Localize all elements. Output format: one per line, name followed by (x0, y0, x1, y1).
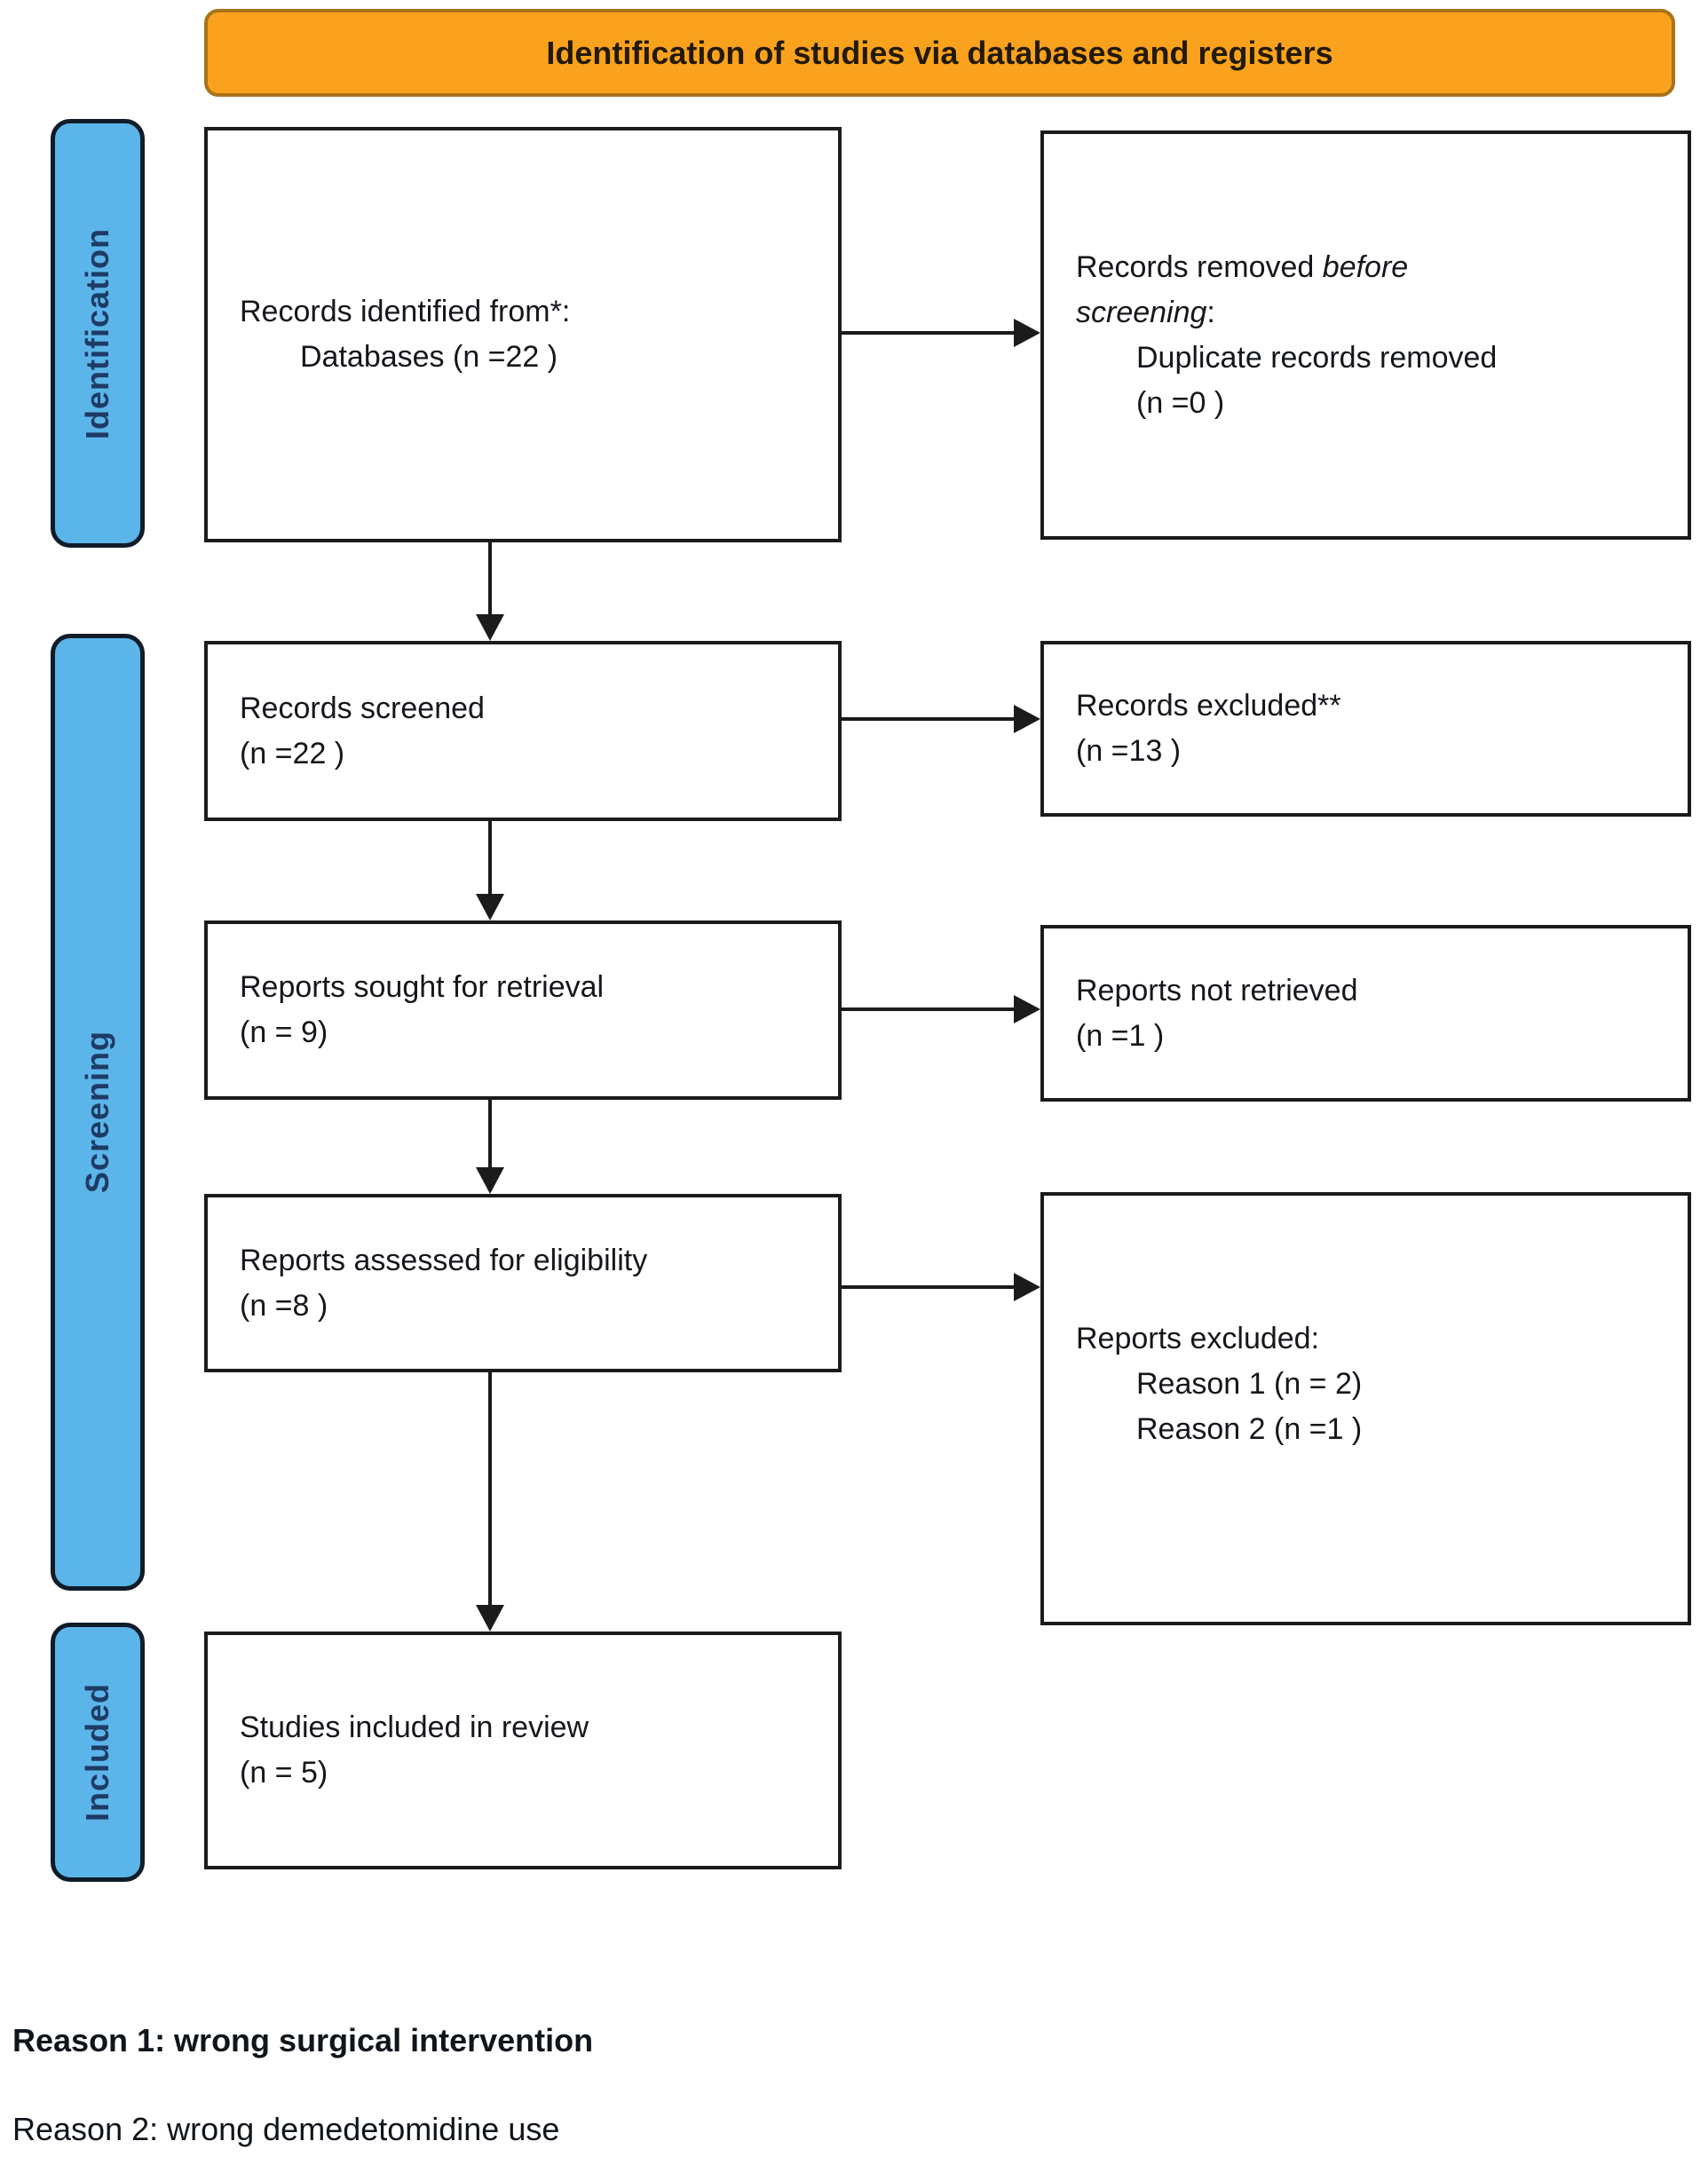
footnote-reason-2: Reason 2: wrong demedetomidine use (12, 2111, 560, 2147)
arrow-down-sought-to-assessed (488, 1096, 492, 1169)
title-banner: Identification of studies via databases … (204, 9, 1675, 97)
reports-assessed-line2: (n =8 ) (240, 1288, 328, 1323)
arrow-right-sought-to-not-retrieved (842, 1007, 1016, 1011)
arrow-right-identified-to-removed (842, 331, 1016, 335)
reports-not-retrieved-line1: Reports not retrieved (1076, 973, 1358, 1007)
box-records-identified: Records identified from*: Databases (n =… (204, 127, 842, 542)
box-records-excluded: Records excluded** (n =13 ) (1040, 641, 1691, 817)
reports-excluded-line3: Reason 2 (n =1 ) (1136, 1411, 1363, 1446)
diagram-title: Identification of studies via databases … (546, 34, 1333, 71)
box-reports-sought: Reports sought for retrieval (n = 9) (204, 920, 842, 1100)
arrow-down-identified-to-screened (488, 542, 492, 616)
records-screened-line2: (n =22 ) (240, 736, 345, 770)
arrow-right-screened-to-excluded-head (1014, 705, 1040, 733)
reports-excluded-line2: Reason 1 (n = 2) (1136, 1366, 1363, 1401)
stage-label-identification-text: Identification (79, 227, 115, 439)
box-reports-assessed: Reports assessed for eligibility (n =8 ) (204, 1194, 842, 1372)
stage-label-included: Included (51, 1623, 145, 1882)
arrow-down-assessed-to-included (488, 1369, 492, 1607)
stage-label-included-text: Included (79, 1682, 115, 1821)
box-reports-excluded: Reports excluded: Reason 1 (n = 2) Reaso… (1040, 1192, 1691, 1625)
arrow-right-sought-to-not-retrieved-head (1014, 995, 1040, 1023)
records-screened-line1: Records screened (240, 691, 485, 725)
arrow-down-sought-to-assessed-head (476, 1167, 504, 1194)
reports-excluded-line1: Reports excluded: (1076, 1321, 1320, 1355)
records-excluded-line1: Records excluded** (1076, 689, 1341, 723)
records-removed-line1: Records removed before (1076, 249, 1409, 284)
arrow-right-assessed-to-reports-excluded (842, 1285, 1016, 1289)
arrow-down-identified-to-screened-head (476, 614, 504, 641)
studies-included-line2: (n = 5) (240, 1756, 328, 1790)
reports-assessed-line1: Reports assessed for eligibility (240, 1243, 648, 1277)
arrow-down-screened-to-sought-head (476, 894, 504, 920)
records-removed-line2: screening: (1076, 295, 1215, 329)
reports-not-retrieved-line2: (n =1 ) (1076, 1018, 1165, 1053)
reports-sought-line2: (n = 9) (240, 1015, 328, 1049)
records-excluded-line2: (n =13 ) (1076, 734, 1182, 768)
footnote-reason-1: Reason 1: wrong surgical intervention (12, 2022, 594, 2058)
studies-included-line1: Studies included in review (240, 1711, 589, 1744)
arrow-right-screened-to-excluded (842, 717, 1016, 721)
box-studies-included: Studies included in review (n = 5) (204, 1632, 842, 1869)
box-records-screened: Records screened (n =22 ) (204, 641, 842, 821)
records-identified-line2: Databases (n =22 ) (300, 340, 558, 374)
stage-label-screening-text: Screening (79, 1031, 115, 1194)
arrow-right-assessed-to-reports-excluded-head (1014, 1273, 1040, 1301)
arrow-right-identified-to-removed-head (1014, 319, 1040, 347)
stage-label-screening: Screening (51, 634, 145, 1591)
records-identified-line1: Records identified from*: (240, 295, 571, 328)
box-reports-not-retrieved: Reports not retrieved (n =1 ) (1040, 925, 1691, 1102)
box-records-removed-before-screening: Records removed before screening: Duplic… (1040, 130, 1691, 540)
records-removed-line3: Duplicate records removed (1136, 340, 1498, 375)
records-removed-line4: (n =0 ) (1136, 385, 1225, 420)
arrow-down-screened-to-sought (488, 818, 492, 896)
arrow-down-assessed-to-included-head (476, 1605, 504, 1632)
stage-label-identification: Identification (51, 119, 145, 548)
reports-sought-line1: Reports sought for retrieval (240, 970, 605, 1004)
